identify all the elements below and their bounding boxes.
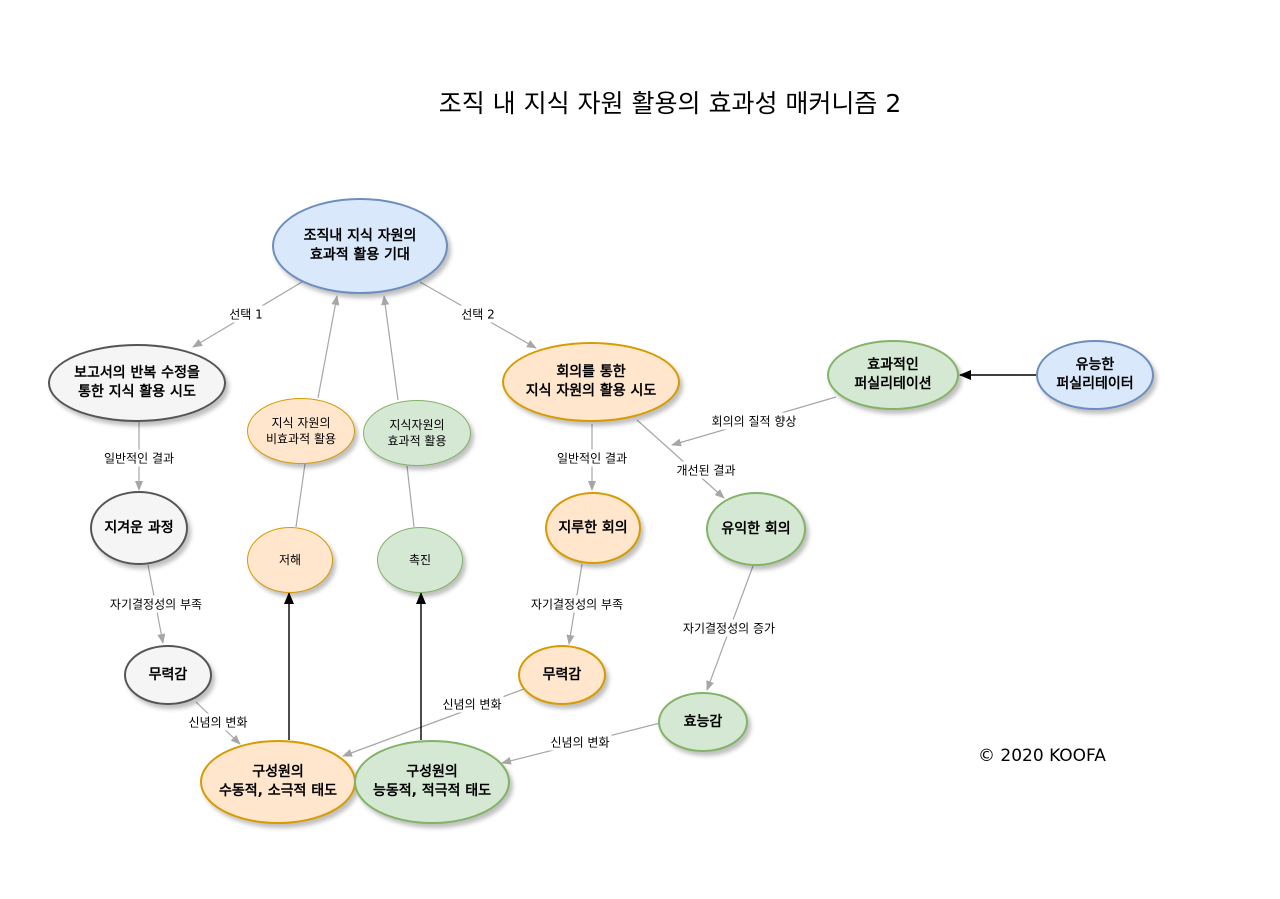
node-report-attempt: 보고서의 반복 수정을 통한 지식 활용 시도 (48, 344, 226, 422)
node-hindrance: 저해 (247, 527, 333, 593)
edge-label-belief-right: 신념의 변화 (548, 733, 612, 751)
node-passive-attitude: 구성원의 수동적, 소극적 태도 (200, 740, 356, 824)
node-tedious-process: 지겨운 과정 (90, 491, 188, 565)
edge-meeting-useful (636, 419, 725, 499)
edge-promo-eff (406, 465, 415, 528)
edge-label-increase: 자기결정성의 증가 (680, 619, 778, 637)
edge-label-belief-left: 신념의 변화 (186, 713, 250, 731)
node-active-attitude: 구성원의 능동적, 적극적 태도 (354, 740, 510, 824)
page-title: 조직 내 지식 자원 활용의 효과성 매커니즘 2 (438, 89, 902, 118)
edge-label-choice2: 선택 2 (459, 305, 497, 323)
edge-label-usual-left: 일반적인 결과 (101, 449, 177, 467)
edge-label-quality: 회의의 질적 향상 (709, 412, 799, 430)
edge-eff-expect (381, 295, 399, 401)
node-helplessness-left: 무력감 (124, 645, 212, 705)
node-boring-meeting: 지루한 회의 (545, 492, 641, 564)
edge-label-choice1: 선택 1 (227, 305, 265, 323)
node-effective-facilitation: 효과적인 퍼실리테이션 (827, 340, 959, 410)
edge-label-belief-mid: 신념의 변화 (440, 695, 504, 713)
edge-label-lack-mid: 자기결정성의 부족 (528, 595, 626, 613)
edge-label-usual-mid: 일반적인 결과 (554, 449, 630, 467)
copyright-text: © 2020 KOOFA (978, 746, 1106, 766)
node-helplessness-mid: 무력감 (518, 645, 606, 705)
node-meeting-attempt: 회의를 통한 지식 자원의 활용 시도 (502, 342, 680, 422)
node-capable-facilitator: 유능한 퍼실리테이터 (1036, 340, 1154, 410)
edge-label-lack-left: 자기결정성의 부족 (107, 595, 205, 613)
edge-hinder-ineff (295, 463, 306, 528)
node-promotion: 촉진 (377, 527, 463, 593)
node-expectation: 조직내 지식 자원의 효과적 활용 기대 (272, 198, 448, 294)
edge-ineff-expect (317, 295, 340, 399)
node-effective-use: 지식자원의 효과적 활용 (363, 400, 471, 466)
node-efficacy: 효능감 (658, 692, 748, 752)
edge-label-improved: 개선된 결과 (674, 461, 738, 479)
node-useful-meeting: 유익한 회의 (706, 492, 806, 566)
node-ineffective-use: 지식 자원의 비효과적 활용 (247, 398, 355, 464)
